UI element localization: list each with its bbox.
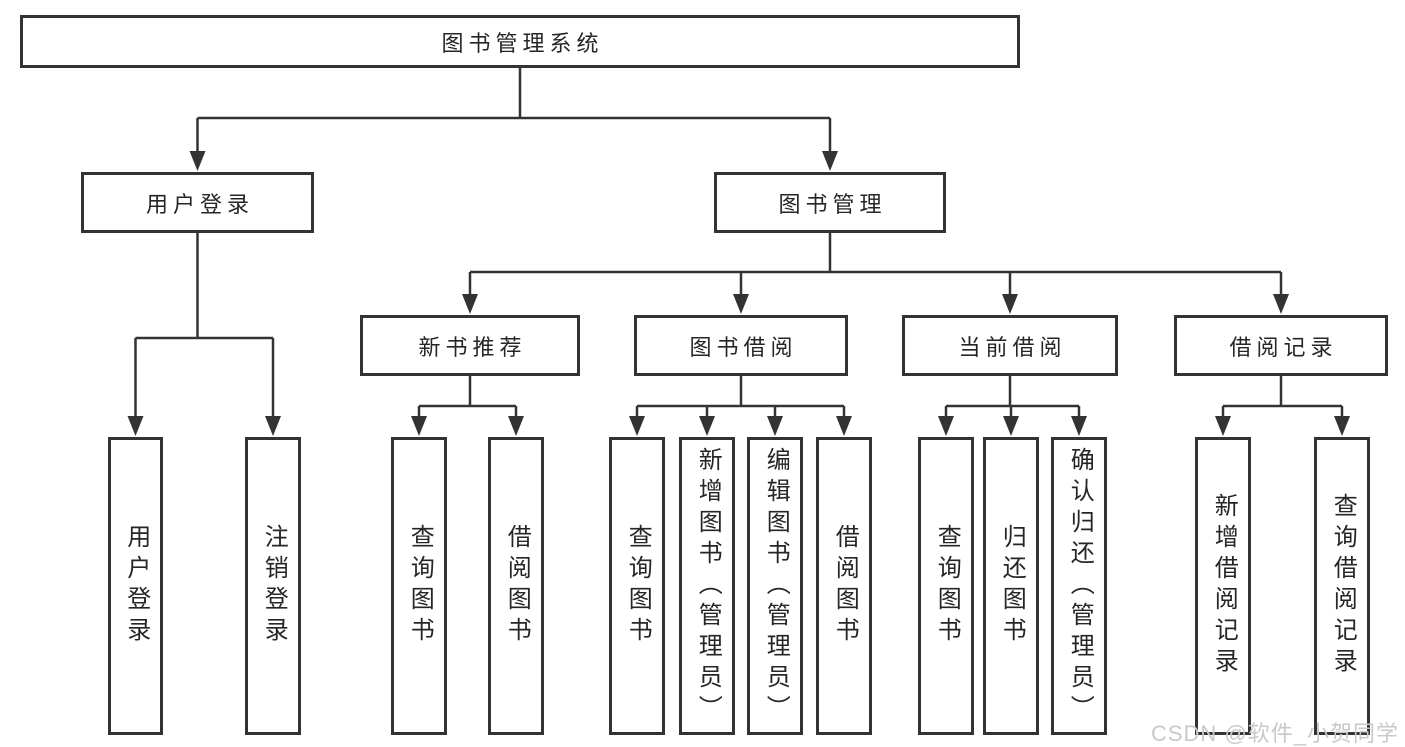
- leaf-return-books: 归还图书: [983, 437, 1039, 735]
- leaf-user-login: 用户登录: [108, 437, 163, 735]
- connector-root-to-level2: [196, 68, 832, 153]
- arrowhead: [938, 416, 954, 436]
- connector-current-to-leaves: [944, 376, 1081, 418]
- leaf-query-books-2: 查询图书: [609, 437, 665, 735]
- leaf-label: 用户登录: [122, 524, 150, 648]
- leaf-query-books-1: 查询图书: [391, 437, 447, 735]
- leaf-label: 查询图书: [933, 524, 961, 648]
- leaf-add-books-admin: 新增图书（管理员）: [679, 437, 735, 735]
- arrowhead: [462, 294, 478, 314]
- leaf-label: 新增借阅记录: [1210, 493, 1238, 679]
- leaf-logout: 注销登录: [245, 437, 301, 735]
- node-borrow-records: 借阅记录: [1174, 315, 1388, 376]
- connector-bookmgmt-to-level3: [468, 233, 1283, 296]
- leaf-borrow-books-2: 借阅图书: [816, 437, 872, 735]
- leaf-label: 注销登录: [260, 524, 288, 648]
- leaf-add-borrow-record: 新增借阅记录: [1195, 437, 1251, 735]
- leaf-label: 借阅图书: [831, 524, 859, 648]
- arrowhead: [836, 416, 852, 436]
- connector-newbook-to-leaves: [417, 376, 518, 418]
- arrowhead: [1003, 416, 1019, 436]
- arrowhead: [767, 416, 783, 436]
- arrowhead: [699, 416, 715, 436]
- leaf-label: 借阅图书: [503, 524, 531, 648]
- node-root-library-system: 图书管理系统: [20, 15, 1020, 68]
- node-user-login: 用户登录: [81, 172, 314, 233]
- csdn-watermark: CSDN @软件_小贺同学: [1150, 721, 1399, 746]
- node-new-book-recommend: 新书推荐: [360, 315, 580, 376]
- arrowhead: [1273, 294, 1289, 314]
- leaf-label: 归还图书: [998, 524, 1026, 648]
- connector-borrow-to-leaves: [635, 376, 846, 418]
- leaf-confirm-return-admin: 确认归还（管理员）: [1051, 437, 1107, 735]
- node-current-borrowing: 当前借阅: [902, 315, 1118, 376]
- node-book-borrowing: 图书借阅: [634, 315, 848, 376]
- leaf-edit-books-admin: 编辑图书（管理员）: [747, 437, 803, 735]
- leaf-query-books-3: 查询图书: [918, 437, 974, 735]
- arrowhead: [1071, 416, 1087, 436]
- arrowhead: [411, 416, 427, 436]
- leaf-label: 编辑图书（管理员）: [762, 446, 790, 726]
- arrowhead: [733, 294, 749, 314]
- arrowhead: [822, 151, 838, 171]
- arrowhead: [1215, 416, 1231, 436]
- arrowhead: [1002, 294, 1018, 314]
- arrowhead: [629, 416, 645, 436]
- leaf-label: 查询借阅记录: [1329, 493, 1357, 679]
- arrowhead: [1334, 416, 1350, 436]
- node-book-management: 图书管理: [714, 172, 946, 233]
- arrowhead: [189, 151, 206, 171]
- leaf-label: 确认归还（管理员）: [1066, 446, 1094, 726]
- leaf-label: 查询图书: [624, 524, 652, 648]
- arrowhead: [508, 416, 524, 436]
- connector-userlogin-to-leaves: [134, 233, 275, 418]
- arrowhead: [127, 416, 144, 436]
- leaf-label: 查询图书: [406, 524, 434, 648]
- arrowhead: [265, 416, 281, 436]
- connector-records-to-leaves: [1221, 376, 1344, 418]
- leaf-borrow-books-1: 借阅图书: [488, 437, 544, 735]
- leaf-query-borrow-record: 查询借阅记录: [1314, 437, 1370, 735]
- leaf-label: 新增图书（管理员）: [694, 446, 722, 726]
